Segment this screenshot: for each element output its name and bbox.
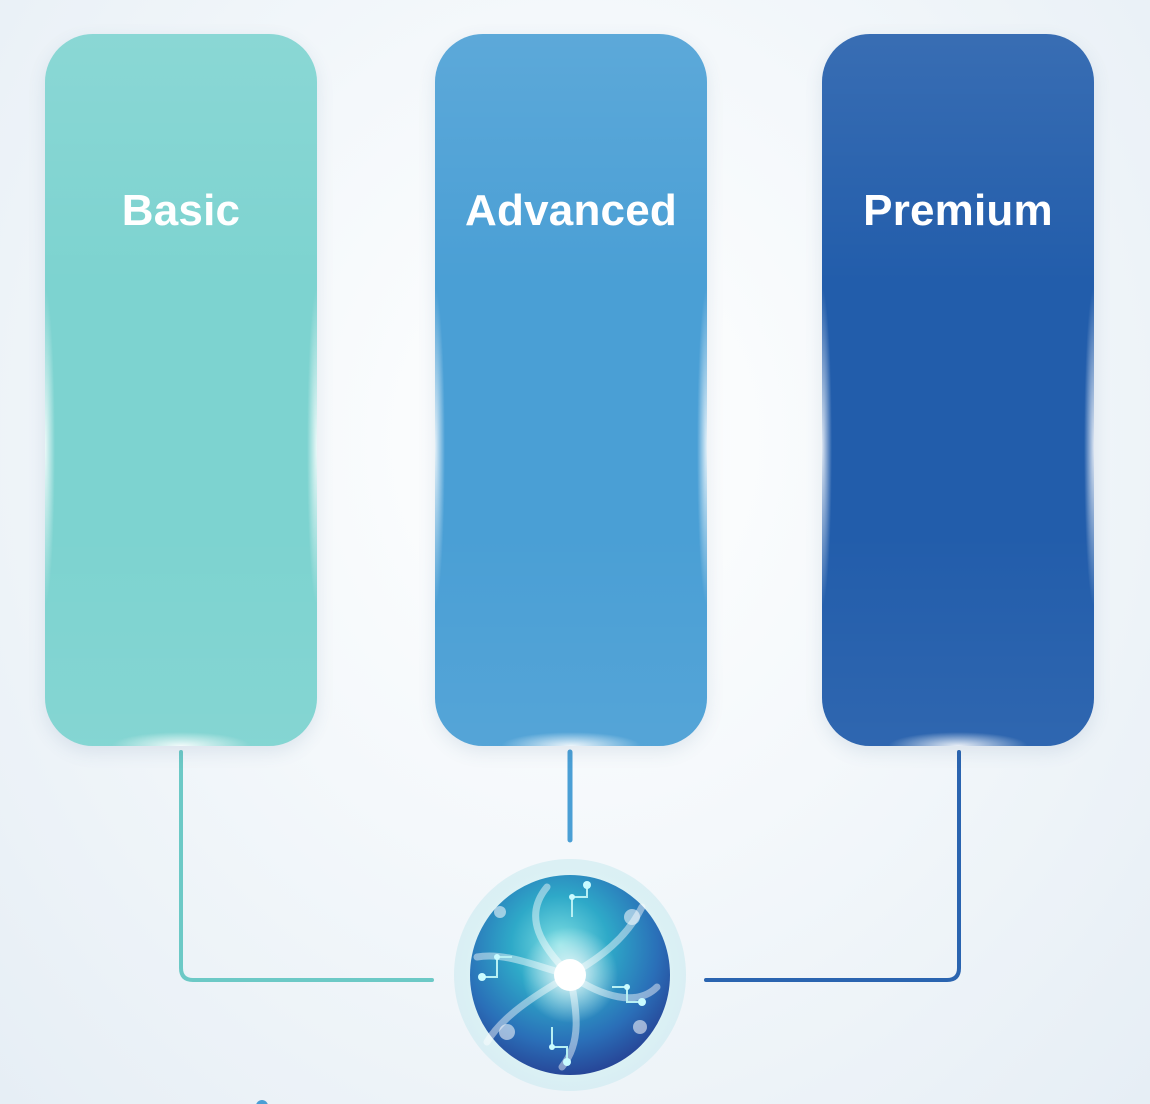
- connector-premium: [704, 750, 961, 982]
- hub: [452, 857, 688, 1093]
- partial-dot: [256, 1100, 268, 1104]
- tier-title-premium: Premium: [863, 186, 1053, 235]
- tier-card-basic: Basic: [45, 34, 317, 746]
- tier-card-advanced: Advanced: [435, 34, 707, 746]
- tier-title-advanced: Advanced: [465, 186, 677, 235]
- connector-basic: [179, 750, 434, 982]
- tier-card-premium: Premium: [822, 34, 1094, 746]
- circuit-swirl-icon: [454, 859, 686, 1091]
- tier-title-basic: Basic: [121, 186, 241, 235]
